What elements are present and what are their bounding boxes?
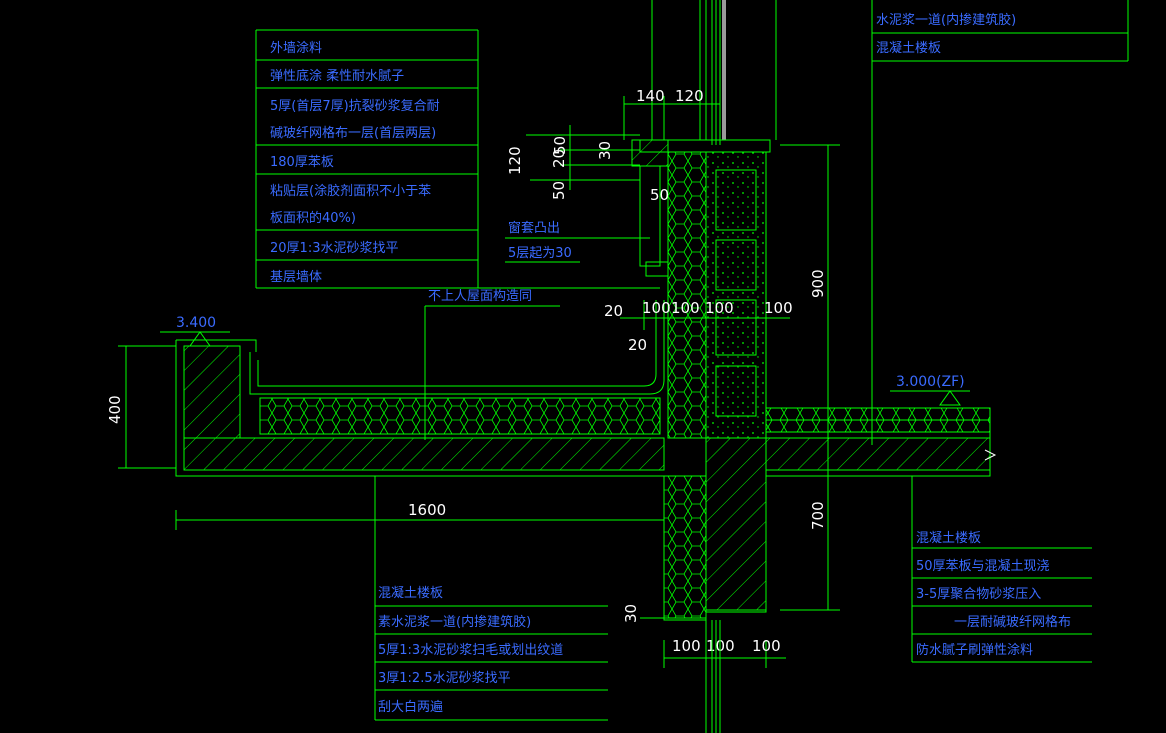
- note-line: 防水腻子刷弹性涂料: [916, 642, 1033, 658]
- exterior-wall: [631, 0, 777, 439]
- wall-continuation-bottom: [705, 620, 721, 733]
- dim-label: 20: [550, 149, 568, 168]
- elevation-left: 3.400: [176, 315, 216, 331]
- dim-label: 100: [705, 299, 734, 317]
- dim-label: 20: [604, 302, 623, 320]
- note-line: 50厚苯板与混凝土现浇: [916, 558, 1050, 574]
- note-line: 弹性底涂 柔性耐水腻子: [270, 68, 404, 84]
- window-note: 窗套凸出 5层起为30: [505, 220, 650, 263]
- top-left-note-table: [255, 29, 660, 289]
- top-right-note-table: [871, 0, 1129, 445]
- note-line: 水泥浆一道(内掺建筑胶): [876, 12, 1016, 28]
- note-line: 粘贴层(涂胶剂面积不小于苯: [270, 183, 431, 199]
- note-line: 混凝土楼板: [916, 530, 981, 546]
- note-line: 板面积的40%): [270, 210, 356, 226]
- note-line: 5层起为30: [508, 246, 572, 261]
- dim-label: 1600: [408, 501, 446, 519]
- note-line: 混凝土楼板: [876, 40, 941, 56]
- bottom-center-notes: 混凝土楼板 素水泥浆一道(内掺建筑胶) 5厚1:3水泥砂浆扫毛或划出纹道 3厚1…: [378, 585, 563, 715]
- dim-label: 20: [628, 336, 647, 354]
- note-line: 3-5厚聚合物砂浆压入: [916, 587, 1041, 602]
- top-right-notes: 水泥浆一道(内掺建筑胶) 混凝土楼板: [876, 12, 1016, 56]
- dim-label: 30: [622, 604, 640, 623]
- dim-label: 100: [672, 637, 701, 655]
- top-left-notes: 外墙涂料 弹性底涂 柔性耐水腻子 5厚(首层7厚)抗裂砂浆复合耐 碱玻纤网格布一…: [270, 40, 440, 285]
- dim-label: 400: [106, 395, 124, 424]
- dim-label: 50: [650, 186, 669, 204]
- elevation-markers: 3.400 3.000(ZF): [160, 315, 970, 406]
- note-line: 3厚1:2.5水泥砂浆找平: [378, 671, 511, 686]
- dim-label: 120: [675, 87, 704, 105]
- bottom-center-note-table: [374, 476, 608, 721]
- note-line: 一层耐碱玻纤网格布: [954, 614, 1071, 630]
- note-line: 180厚苯板: [270, 155, 334, 170]
- dim-label: 100: [752, 637, 781, 655]
- roof-slab: [175, 300, 997, 621]
- note-line: 5厚1:3水泥砂浆扫毛或划出纹道: [378, 643, 563, 658]
- note-line: 外墙涂料: [270, 40, 322, 56]
- note-line: 素水泥浆一道(内掺建筑胶): [378, 614, 531, 630]
- dim-label: 120: [506, 146, 524, 175]
- dim-label: 100: [642, 299, 671, 317]
- note-line: 窗套凸出: [508, 220, 560, 236]
- dim-label: 100: [764, 299, 793, 317]
- roof-note-text: 不上人屋面构造同: [428, 289, 532, 304]
- bottom-right-note-table: [911, 476, 1092, 663]
- note-line: 碱玻纤网格布一层(首层两层): [270, 125, 436, 141]
- note-line: 混凝土楼板: [378, 585, 443, 601]
- dim-label: 50: [550, 181, 568, 200]
- note-line: 基层墙体: [270, 270, 322, 285]
- dim-label: 900: [809, 269, 827, 298]
- dim-label: 100: [671, 299, 700, 317]
- note-line: 刮大白两遍: [378, 699, 443, 715]
- elevation-right: 3.000(ZF): [896, 374, 965, 390]
- dim-label: 30: [596, 141, 614, 160]
- note-line: 20厚1:3水泥砂浆找平: [270, 241, 398, 256]
- dimension-lines: [118, 96, 840, 668]
- dimension-texts: 140 120 50 30 120 20 50 50 20 100 100 10…: [106, 87, 827, 655]
- bottom-right-notes: 混凝土楼板 50厚苯板与混凝土现浇 3-5厚聚合物砂浆压入 一层耐碱玻纤网格布 …: [916, 530, 1071, 658]
- dim-label: 700: [809, 501, 827, 530]
- dim-label: 140: [636, 87, 665, 105]
- dim-label: 50: [551, 136, 569, 155]
- note-line: 5厚(首层7厚)抗裂砂浆复合耐: [270, 99, 440, 114]
